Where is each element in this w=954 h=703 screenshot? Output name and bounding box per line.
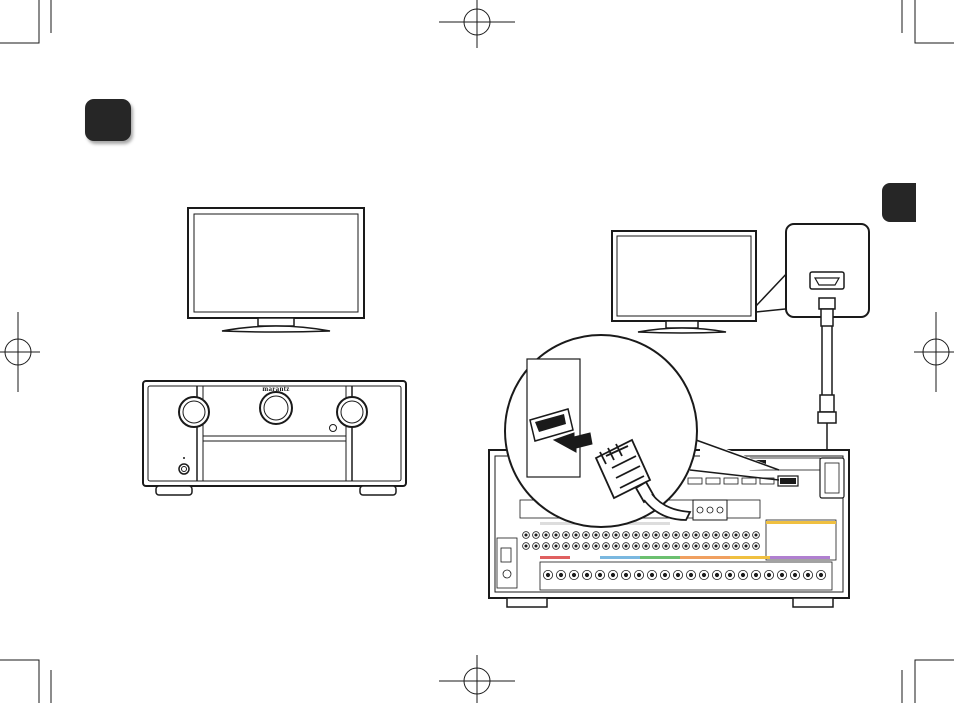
terminal-post-center [704, 533, 708, 537]
terminal-post-center [594, 544, 598, 548]
terminal-post-center [701, 572, 707, 578]
tv-icon [187, 207, 365, 333]
terminal-post-center [544, 533, 548, 537]
terminal-post-center [724, 533, 728, 537]
crop-mark-icon [914, 0, 954, 44]
terminal-post-center [674, 533, 678, 537]
terminal-post-center [727, 572, 733, 578]
terminal-post-center [664, 533, 668, 537]
terminal-post-center [779, 572, 785, 578]
terminal-post-center [688, 572, 694, 578]
crop-mark-icon [914, 659, 954, 703]
terminal-post-center [554, 533, 558, 537]
terminal-post-center [694, 544, 698, 548]
step-number-badge [85, 99, 131, 141]
terminal-post-center [571, 572, 577, 578]
terminal-post-center [805, 572, 811, 578]
terminal-post-center [558, 572, 564, 578]
insert-arrow-icon [552, 432, 593, 453]
terminal-post-center [734, 533, 738, 537]
tv-icon [611, 230, 757, 334]
terminal-post-center [624, 533, 628, 537]
terminal-post-center [610, 572, 616, 578]
terminal-post-center [744, 544, 748, 548]
speaker-terminal-row [522, 542, 760, 550]
terminal-post-center [604, 544, 608, 548]
terminal-post-center [564, 533, 568, 537]
terminal-post-center [753, 572, 759, 578]
terminal-post-center [634, 533, 638, 537]
terminal-post-center [524, 533, 528, 537]
terminal-post-center [766, 572, 772, 578]
crop-mark-icon [0, 0, 40, 44]
terminal-post-center [584, 533, 588, 537]
terminal-post-center [614, 544, 618, 548]
terminal-post-center [623, 572, 629, 578]
terminal-post-center [675, 572, 681, 578]
terminal-post-center [524, 544, 528, 548]
terminal-post-center [545, 572, 551, 578]
terminal-post-center [674, 544, 678, 548]
terminal-post-center [544, 544, 548, 548]
crop-mark-icon [50, 0, 903, 703]
hdmi-cable-icon [817, 297, 837, 458]
terminal-post-center [644, 544, 648, 548]
terminal-post-center [644, 533, 648, 537]
terminal-post-center [634, 544, 638, 548]
registration-mark-icon [914, 312, 954, 392]
hdmi-insertion-callout [504, 334, 780, 528]
terminal-post-center [754, 533, 758, 537]
hdmi-cable-icon [594, 438, 692, 521]
terminal-post-center [714, 544, 718, 548]
terminal-post-center [684, 544, 688, 548]
terminal-post-center [584, 572, 590, 578]
terminal-post-center [574, 533, 578, 537]
terminal-post-center [574, 544, 578, 548]
hdmi-port-callout [755, 223, 870, 318]
speaker-terminal-row [543, 570, 827, 581]
hdmi-port-icon [809, 271, 845, 290]
terminal-post-center [684, 533, 688, 537]
registration-mark-icon [0, 312, 40, 392]
terminal-post-center [636, 572, 642, 578]
terminal-post-center [534, 533, 538, 537]
terminal-post-center [714, 572, 720, 578]
terminal-post-center [754, 544, 758, 548]
terminal-post-center [792, 572, 798, 578]
terminal-post-center [654, 533, 658, 537]
terminal-post-center [649, 572, 655, 578]
terminal-post-center [664, 544, 668, 548]
terminal-post-center [594, 533, 598, 537]
terminal-post-center [694, 533, 698, 537]
terminal-post-center [584, 544, 588, 548]
terminal-post-center [624, 544, 628, 548]
terminal-post-center [654, 544, 658, 548]
registration-mark-icon [439, 0, 515, 48]
terminal-post-center [554, 544, 558, 548]
terminal-post-center [714, 533, 718, 537]
terminal-post-center [597, 572, 603, 578]
speaker-terminal-row [522, 531, 760, 539]
terminal-post-center [818, 572, 824, 578]
terminal-post-center [604, 533, 608, 537]
brand-logo: marantz [262, 385, 289, 393]
terminal-post-center [724, 544, 728, 548]
registration-mark-icon [439, 655, 515, 703]
crop-mark-icon [0, 659, 40, 703]
section-side-tab [882, 183, 916, 222]
terminal-post-center [534, 544, 538, 548]
terminal-post-center [564, 544, 568, 548]
terminal-post-center [744, 533, 748, 537]
terminal-post-center [704, 544, 708, 548]
terminal-post-center [614, 533, 618, 537]
hdmi-port-icon [529, 408, 574, 442]
av-receiver-front-icon: marantz [142, 380, 407, 496]
terminal-post-center [734, 544, 738, 548]
terminal-post-center [662, 572, 668, 578]
terminal-post-center [740, 572, 746, 578]
